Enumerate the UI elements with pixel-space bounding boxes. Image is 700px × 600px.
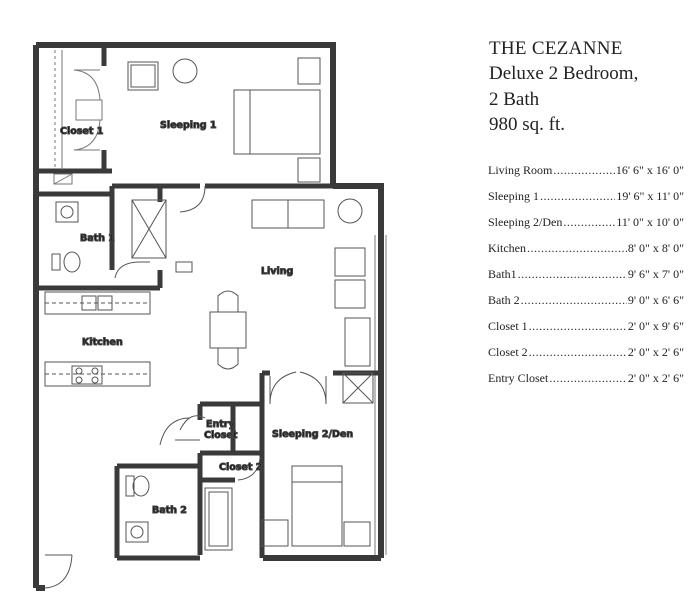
dimension-row: Sleeping 2/Den 11' 0" x 10' 0" (488, 215, 684, 241)
dimension-row: Entry Closet 2' 0" x 2' 6" (488, 371, 684, 397)
label-entry-closet-line1: Entry (206, 419, 235, 430)
living-furniture (209, 198, 374, 404)
dimension-room: Entry Closet (488, 371, 549, 385)
dimension-leader-dots (540, 189, 615, 204)
label-bath1: Bath 1 (80, 233, 115, 244)
dimension-leader-dots (518, 267, 627, 282)
dimension-row: Living Room 16' 6" x 16' 0" (488, 163, 684, 189)
dimension-size: 2' 0" x 9' 6" (627, 319, 684, 333)
dimension-size: 19' 6" x 11' 0" (616, 189, 684, 203)
dimension-row: Bath1 9' 6" x 7' 0" (488, 267, 684, 293)
label-entry-closet-line2: Closet (204, 430, 238, 441)
plan-baths: 2 Bath (489, 89, 540, 110)
dimension-row: Closet 2 2' 0" x 2' 6" (488, 345, 684, 371)
dimension-size: 9' 0" x 6' 6" (627, 293, 684, 307)
dimension-row: Sleeping 1 19' 6" x 11' 0" (488, 189, 684, 215)
dimension-size: 9' 6" x 7' 0" (627, 267, 684, 281)
dimension-row: Closet 1 2' 0" x 9' 6" (488, 319, 684, 345)
dimension-size: 16' 6" x 16' 0" (615, 163, 684, 177)
dimension-leader-dots (553, 163, 615, 178)
dimension-room: Living Room (488, 163, 553, 177)
label-kitchen: Kitchen (82, 337, 123, 348)
sleeping1-furniture (127, 57, 321, 183)
dimension-leader-dots (527, 241, 627, 256)
dimension-leader-dots (563, 215, 615, 230)
dimension-room: Closet 1 (488, 319, 528, 333)
room-dimensions-list: Living Room 16' 6" x 16' 0" Sleeping 1 19' … (488, 163, 684, 397)
plan-type: Deluxe 2 Bedroom, (489, 63, 639, 84)
right-windows (374, 235, 387, 555)
dimension-room: Sleeping 2/Den (488, 215, 563, 229)
sleeping2-door (269, 371, 327, 405)
dimension-room: Closet 2 (488, 345, 528, 359)
bath1-fixtures (51, 199, 193, 279)
plan-area: 980 sq. ft. (489, 114, 565, 135)
dimension-leader-dots (521, 293, 627, 308)
dimension-size: 2' 0" x 2' 6" (627, 345, 684, 359)
dimension-room: Sleeping 1 (488, 189, 539, 203)
dimension-leader-dots (529, 319, 627, 334)
kitchen-fixtures (44, 291, 151, 387)
dimension-room: Bath 2 (488, 293, 520, 307)
bath2-fixtures (125, 475, 233, 551)
dimension-size: 11' 0" x 10' 0" (616, 215, 684, 229)
label-closet2: Closet 2 (219, 462, 262, 473)
dimension-room: Bath1 (488, 267, 517, 281)
label-sleeping2: Sleeping 2/Den (272, 429, 353, 440)
sleeping2-furniture (261, 465, 371, 547)
label-sleeping1: Sleeping 1 (160, 120, 217, 131)
dimension-size: 2' 0" x 2' 6" (627, 371, 684, 385)
dimension-leader-dots (529, 345, 627, 360)
dimension-leader-dots (549, 371, 627, 386)
dimension-row: Kitchen 8' 0" x 8' 0" (488, 241, 684, 267)
dimension-row: Bath 2 9' 0" x 6' 6" (488, 293, 684, 319)
exterior-walls (33, 42, 384, 591)
closet1-fixtures (53, 50, 103, 185)
dimension-size: 8' 0" x 8' 0" (627, 241, 684, 255)
label-living: Living (261, 266, 293, 277)
dimension-room: Kitchen (488, 241, 526, 255)
label-closet1: Closet 1 (60, 126, 103, 137)
plan-name: THE CEZANNE (489, 38, 623, 59)
label-bath2: Bath 2 (152, 505, 187, 516)
